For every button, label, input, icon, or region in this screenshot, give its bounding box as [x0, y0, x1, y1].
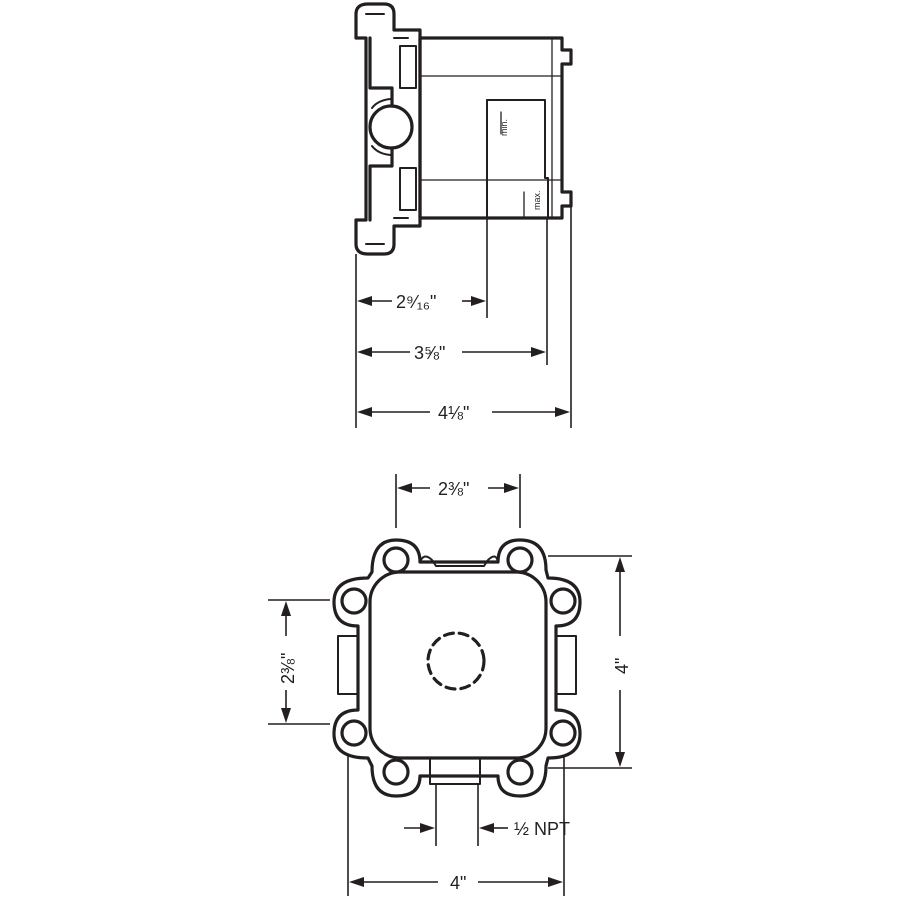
dim-arrows	[357, 296, 486, 306]
dim-label-2: 3⅝"	[414, 343, 445, 363]
max-label: max.	[532, 190, 542, 210]
dim-label-3: 4⅛"	[438, 403, 469, 423]
valve-body-side	[418, 36, 573, 220]
dim-label-right: 4"	[612, 658, 632, 674]
dim-label-bottom: 4"	[450, 873, 466, 893]
right-lug	[555, 635, 577, 695]
inner-step	[486, 99, 549, 219]
mounting-holes	[340, 546, 577, 786]
body-outline	[332, 538, 582, 798]
hole	[506, 546, 534, 574]
dim-label-top: 2⅜"	[438, 479, 469, 499]
top-notch	[419, 555, 499, 567]
dim-arrows	[397, 483, 519, 493]
top-view: 2⅜" 2⅜" 4" 4" ½ NPT	[268, 474, 632, 896]
bottom-outlet	[429, 757, 481, 785]
outlet-label: ½ NPT	[514, 819, 570, 839]
inner-chamber	[368, 570, 548, 760]
hidden-bore	[426, 631, 486, 691]
flange-pocket	[399, 45, 417, 211]
min-label: min.	[499, 119, 509, 136]
inlet-circle	[368, 104, 414, 150]
dim-arrows	[420, 823, 494, 833]
hole	[382, 758, 410, 786]
inlet-detail	[371, 98, 392, 156]
mounting-flange	[354, 2, 422, 256]
flange-detail	[365, 13, 409, 245]
hole	[506, 758, 534, 786]
hole	[340, 719, 368, 747]
hole	[382, 546, 410, 574]
side-view: min. max. 2⁹⁄₁₆" 3⅝" 4⅛"	[354, 2, 573, 428]
left-lug	[337, 635, 359, 695]
hole	[549, 719, 577, 747]
hole	[340, 587, 368, 615]
dim-label-left: 2⅜"	[278, 653, 298, 684]
dim-label-1: 2⁹⁄₁₆"	[396, 292, 436, 312]
dim-arrows	[281, 601, 291, 723]
hole	[549, 587, 577, 615]
